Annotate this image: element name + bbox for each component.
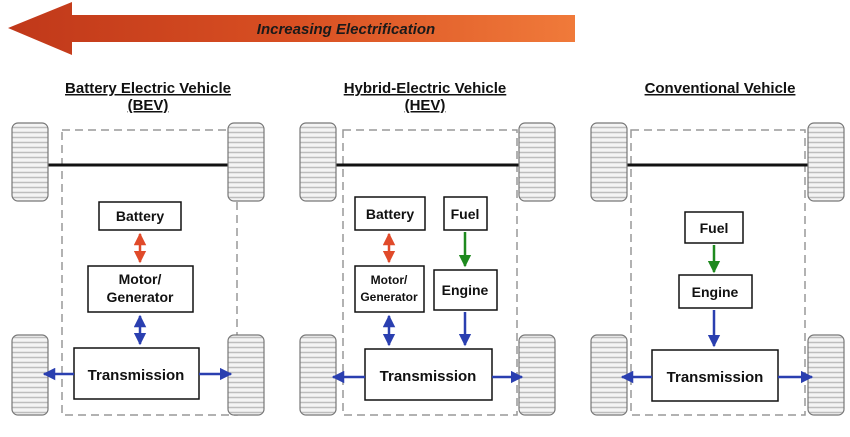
hev-battery-label: Battery xyxy=(366,206,414,222)
conventional-fuel-box xyxy=(684,211,744,244)
conventional-front-left-wheel-icon xyxy=(590,122,628,202)
bev-transmission-box xyxy=(73,347,200,400)
conventional-engine-label: Engine xyxy=(692,284,739,300)
conventional-fuel-label: Fuel xyxy=(700,220,729,236)
bev-motor-generator-box xyxy=(87,265,194,313)
conventional-transmission-label: Transmission xyxy=(667,369,764,386)
bev-title: Battery Electric Vehicle xyxy=(65,80,231,97)
conventional-panel: Conventional Vehicle Fuel Engine Transmi… xyxy=(590,80,845,416)
bev-front-right-wheel-icon xyxy=(227,122,265,202)
conventional-rear-right-wheel-icon xyxy=(807,334,845,416)
hev-transmission-box xyxy=(364,348,493,401)
bev-subtitle: (BEV) xyxy=(128,97,169,114)
bev-battery-box xyxy=(98,201,182,231)
hev-transmission-label: Transmission xyxy=(380,368,477,385)
bev-rear-right-wheel-icon xyxy=(227,334,265,416)
bev-chassis-outline xyxy=(61,129,238,416)
bev-panel: Battery Electric Vehicle (BEV) Battery M… xyxy=(11,80,265,416)
bev-motor-label: Motor/ xyxy=(119,271,162,287)
left-arrow-icon xyxy=(8,2,575,55)
hev-rear-right-wheel-icon xyxy=(518,334,556,416)
hev-subtitle: (HEV) xyxy=(405,97,446,114)
hev-fuel-label: Fuel xyxy=(451,206,480,222)
hev-motor-generator-box xyxy=(354,265,425,313)
banner-label: Increasing Electrification xyxy=(257,21,435,38)
hev-front-left-wheel-icon xyxy=(299,122,337,202)
conventional-front-right-wheel-icon xyxy=(807,122,845,202)
conventional-transmission-box xyxy=(651,349,779,402)
conventional-engine-box xyxy=(678,274,753,309)
conventional-chassis-outline xyxy=(630,129,806,416)
hev-front-right-wheel-icon xyxy=(518,122,556,202)
hev-panel: Hybrid-Electric Vehicle (HEV) Battery Fu… xyxy=(299,80,556,416)
hev-fuel-box xyxy=(443,196,488,231)
hev-title: Hybrid-Electric Vehicle xyxy=(344,80,507,97)
conventional-title: Conventional Vehicle xyxy=(645,80,796,97)
bev-battery-label: Battery xyxy=(116,208,164,224)
bev-transmission-label: Transmission xyxy=(88,367,185,384)
hev-engine-box xyxy=(433,269,498,311)
hev-battery-box xyxy=(354,196,426,231)
hev-chassis-outline xyxy=(342,129,518,416)
conventional-rear-left-wheel-icon xyxy=(590,334,628,416)
hev-motor-label: Motor/ xyxy=(371,273,408,287)
electrification-banner: Increasing Electrification xyxy=(8,2,575,55)
bev-front-left-wheel-icon xyxy=(11,122,49,202)
hev-engine-label: Engine xyxy=(442,282,489,298)
bev-rear-left-wheel-icon xyxy=(11,334,49,416)
hev-rear-left-wheel-icon xyxy=(299,334,337,416)
bev-generator-label: Generator xyxy=(107,289,174,305)
hev-generator-label: Generator xyxy=(360,290,418,304)
